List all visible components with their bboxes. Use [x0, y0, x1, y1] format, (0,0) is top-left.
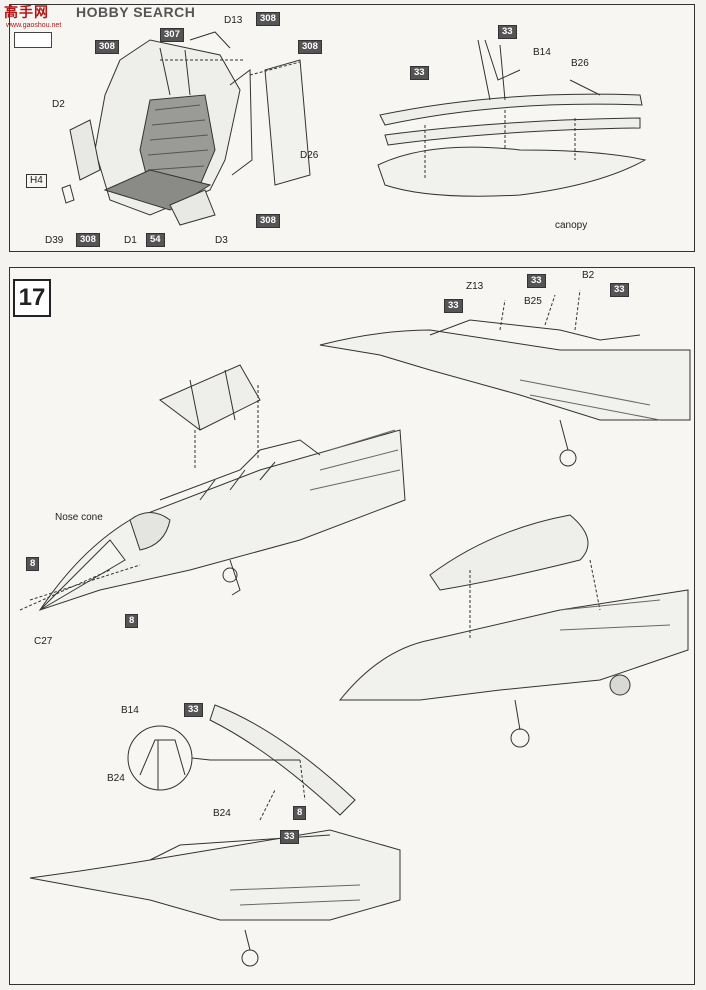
label-d39: D39 [45, 235, 64, 246]
badge-308: 308 [256, 214, 280, 228]
badge-308: 308 [256, 12, 280, 26]
aircraft-view-bottom [29, 704, 401, 967]
label-b24: B24 [107, 773, 125, 784]
label-d13: D13 [224, 15, 243, 26]
label-d1: D1 [124, 235, 137, 246]
badge-33: 33 [610, 283, 629, 297]
badge-33: 33 [498, 25, 517, 39]
watermark-url: www.gaoshou.net [6, 22, 62, 29]
badge-33: 33 [184, 703, 203, 717]
badge-8: 8 [125, 614, 139, 628]
badge-308: 308 [76, 233, 100, 247]
badge-33: 33 [410, 66, 429, 80]
badge-33: 33 [280, 830, 299, 844]
badge-33: 33 [527, 274, 546, 288]
part-number-box [14, 32, 52, 48]
label-c27: C27 [34, 636, 53, 647]
label-b25: B25 [524, 296, 542, 307]
label-h4: H4 [26, 174, 47, 188]
label-d2: D2 [52, 99, 65, 110]
badge-54: 54 [146, 233, 165, 247]
aircraft-view-middle-right [338, 514, 689, 748]
aircraft-view-top-right [319, 289, 691, 467]
canopy-drawing [377, 39, 647, 197]
badge-308: 308 [298, 40, 322, 54]
badge-8: 8 [26, 557, 40, 571]
step-number: 17 [13, 279, 51, 317]
label-b14: B14 [121, 705, 139, 716]
label-b24: B24 [213, 808, 231, 819]
badge-308: 308 [95, 40, 119, 54]
badge-8: 8 [293, 806, 307, 820]
label-nose-cone: Nose cone [55, 512, 103, 523]
label-z13: Z13 [466, 281, 484, 292]
watermark-text: HOBBY SEARCH [76, 4, 196, 20]
ejection-seat-drawing [61, 31, 311, 226]
label-d26: D26 [300, 150, 319, 161]
aircraft-view-left [19, 364, 406, 611]
watermark-logo: 高手网 [4, 4, 49, 20]
label-b2: B2 [582, 270, 595, 281]
label-b14: B14 [533, 47, 551, 58]
label-d3: D3 [215, 235, 228, 246]
label-b26: B26 [571, 58, 589, 69]
badge-307: 307 [160, 28, 184, 42]
badge-33: 33 [444, 299, 463, 313]
label-canopy: canopy [555, 220, 588, 231]
